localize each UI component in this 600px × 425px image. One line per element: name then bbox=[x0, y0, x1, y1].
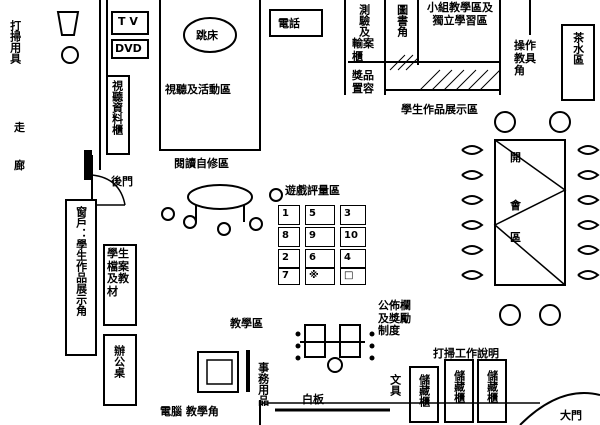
reward-box-label: 獎品置容 bbox=[352, 69, 374, 95]
grid-cell: 10 bbox=[340, 227, 366, 247]
cleaning-instructions-label: 打掃工作說明 bbox=[433, 347, 499, 360]
tv-label: T V bbox=[118, 15, 138, 28]
reading-area-label: 閱讀自修區 bbox=[174, 157, 229, 170]
grid-cell: 2 bbox=[278, 249, 300, 269]
grid-cell: 8 bbox=[278, 227, 300, 247]
game-area-label: 遊戲評量區 bbox=[285, 184, 340, 197]
grid-cell: 4 bbox=[340, 249, 366, 269]
operation-corner-label: 操作教具角 bbox=[514, 39, 536, 78]
measurement-label: 測驗及 bbox=[357, 4, 371, 37]
storage-cabinet-2-label: 儲藏櫃 bbox=[452, 370, 466, 403]
meeting-area-label-2: 會 bbox=[510, 199, 521, 212]
corridor-label-2: 廊 bbox=[14, 159, 25, 172]
grid-cell: 3 bbox=[340, 205, 366, 225]
av-materials-cabinet-label: 視聽資料櫃 bbox=[110, 80, 124, 135]
meeting-area-label-3: 區 bbox=[510, 231, 521, 244]
game-assessment-grid: 1 5 3 8 9 10 2 6 4 7 ※ □ bbox=[278, 205, 366, 285]
library-corner-label: 圖書角 bbox=[395, 4, 409, 37]
office-supplies-label: 事務用品 bbox=[256, 362, 270, 406]
grid-cell: 5 bbox=[305, 205, 335, 225]
grid-cell: 7 bbox=[278, 267, 300, 285]
teaching-cabinet-label: 輸案櫃 bbox=[352, 37, 374, 63]
grid-cell: □ bbox=[340, 267, 366, 285]
grid-cell: 6 bbox=[305, 249, 335, 269]
whiteboard-label: 白板 bbox=[302, 393, 324, 406]
office-desk-label: 辦公桌 bbox=[112, 345, 126, 378]
student-work-display-label: 學生作品展示區 bbox=[401, 103, 478, 116]
telephone-label: 電話 bbox=[278, 17, 300, 30]
grid-cell: ※ bbox=[305, 267, 335, 285]
av-area-label: 視聽及活動區 bbox=[165, 83, 231, 96]
stationery-label: 文具 bbox=[388, 374, 402, 396]
storage-cabinet-3-label: 儲藏櫃 bbox=[485, 370, 499, 403]
jump-bed-label: 跳床 bbox=[196, 29, 218, 42]
grid-cell: 1 bbox=[278, 205, 300, 225]
group-self-study-label: 小組教學區及獨立學習區 bbox=[427, 1, 493, 27]
back-door-label: 後門 bbox=[111, 175, 133, 188]
storage-cabinet-1-label: 儲藏櫃 bbox=[417, 374, 431, 407]
student-cabinet-label: 學生檔案及教材 bbox=[107, 247, 129, 298]
corridor-label-1: 走 bbox=[14, 121, 25, 134]
meeting-area-label-1: 開 bbox=[510, 151, 521, 164]
teaching-area-label: 教學區 bbox=[230, 317, 263, 330]
main-door-label: 大門 bbox=[560, 409, 582, 422]
tea-area-label: 茶水區 bbox=[571, 32, 585, 65]
grid-cell: 9 bbox=[305, 227, 335, 247]
posting-rules-label: 公佈欄及獎勵制度 bbox=[378, 299, 411, 338]
cleaning-tools-label: 打掃用具 bbox=[8, 20, 22, 64]
computer-teaching-corner-label: 電腦 教學角 bbox=[160, 405, 219, 418]
window-display-label: 窗戶：學生作品展示角 bbox=[74, 206, 88, 316]
dvd-label: DVD bbox=[115, 42, 142, 55]
av-cabinet bbox=[106, 75, 130, 155]
